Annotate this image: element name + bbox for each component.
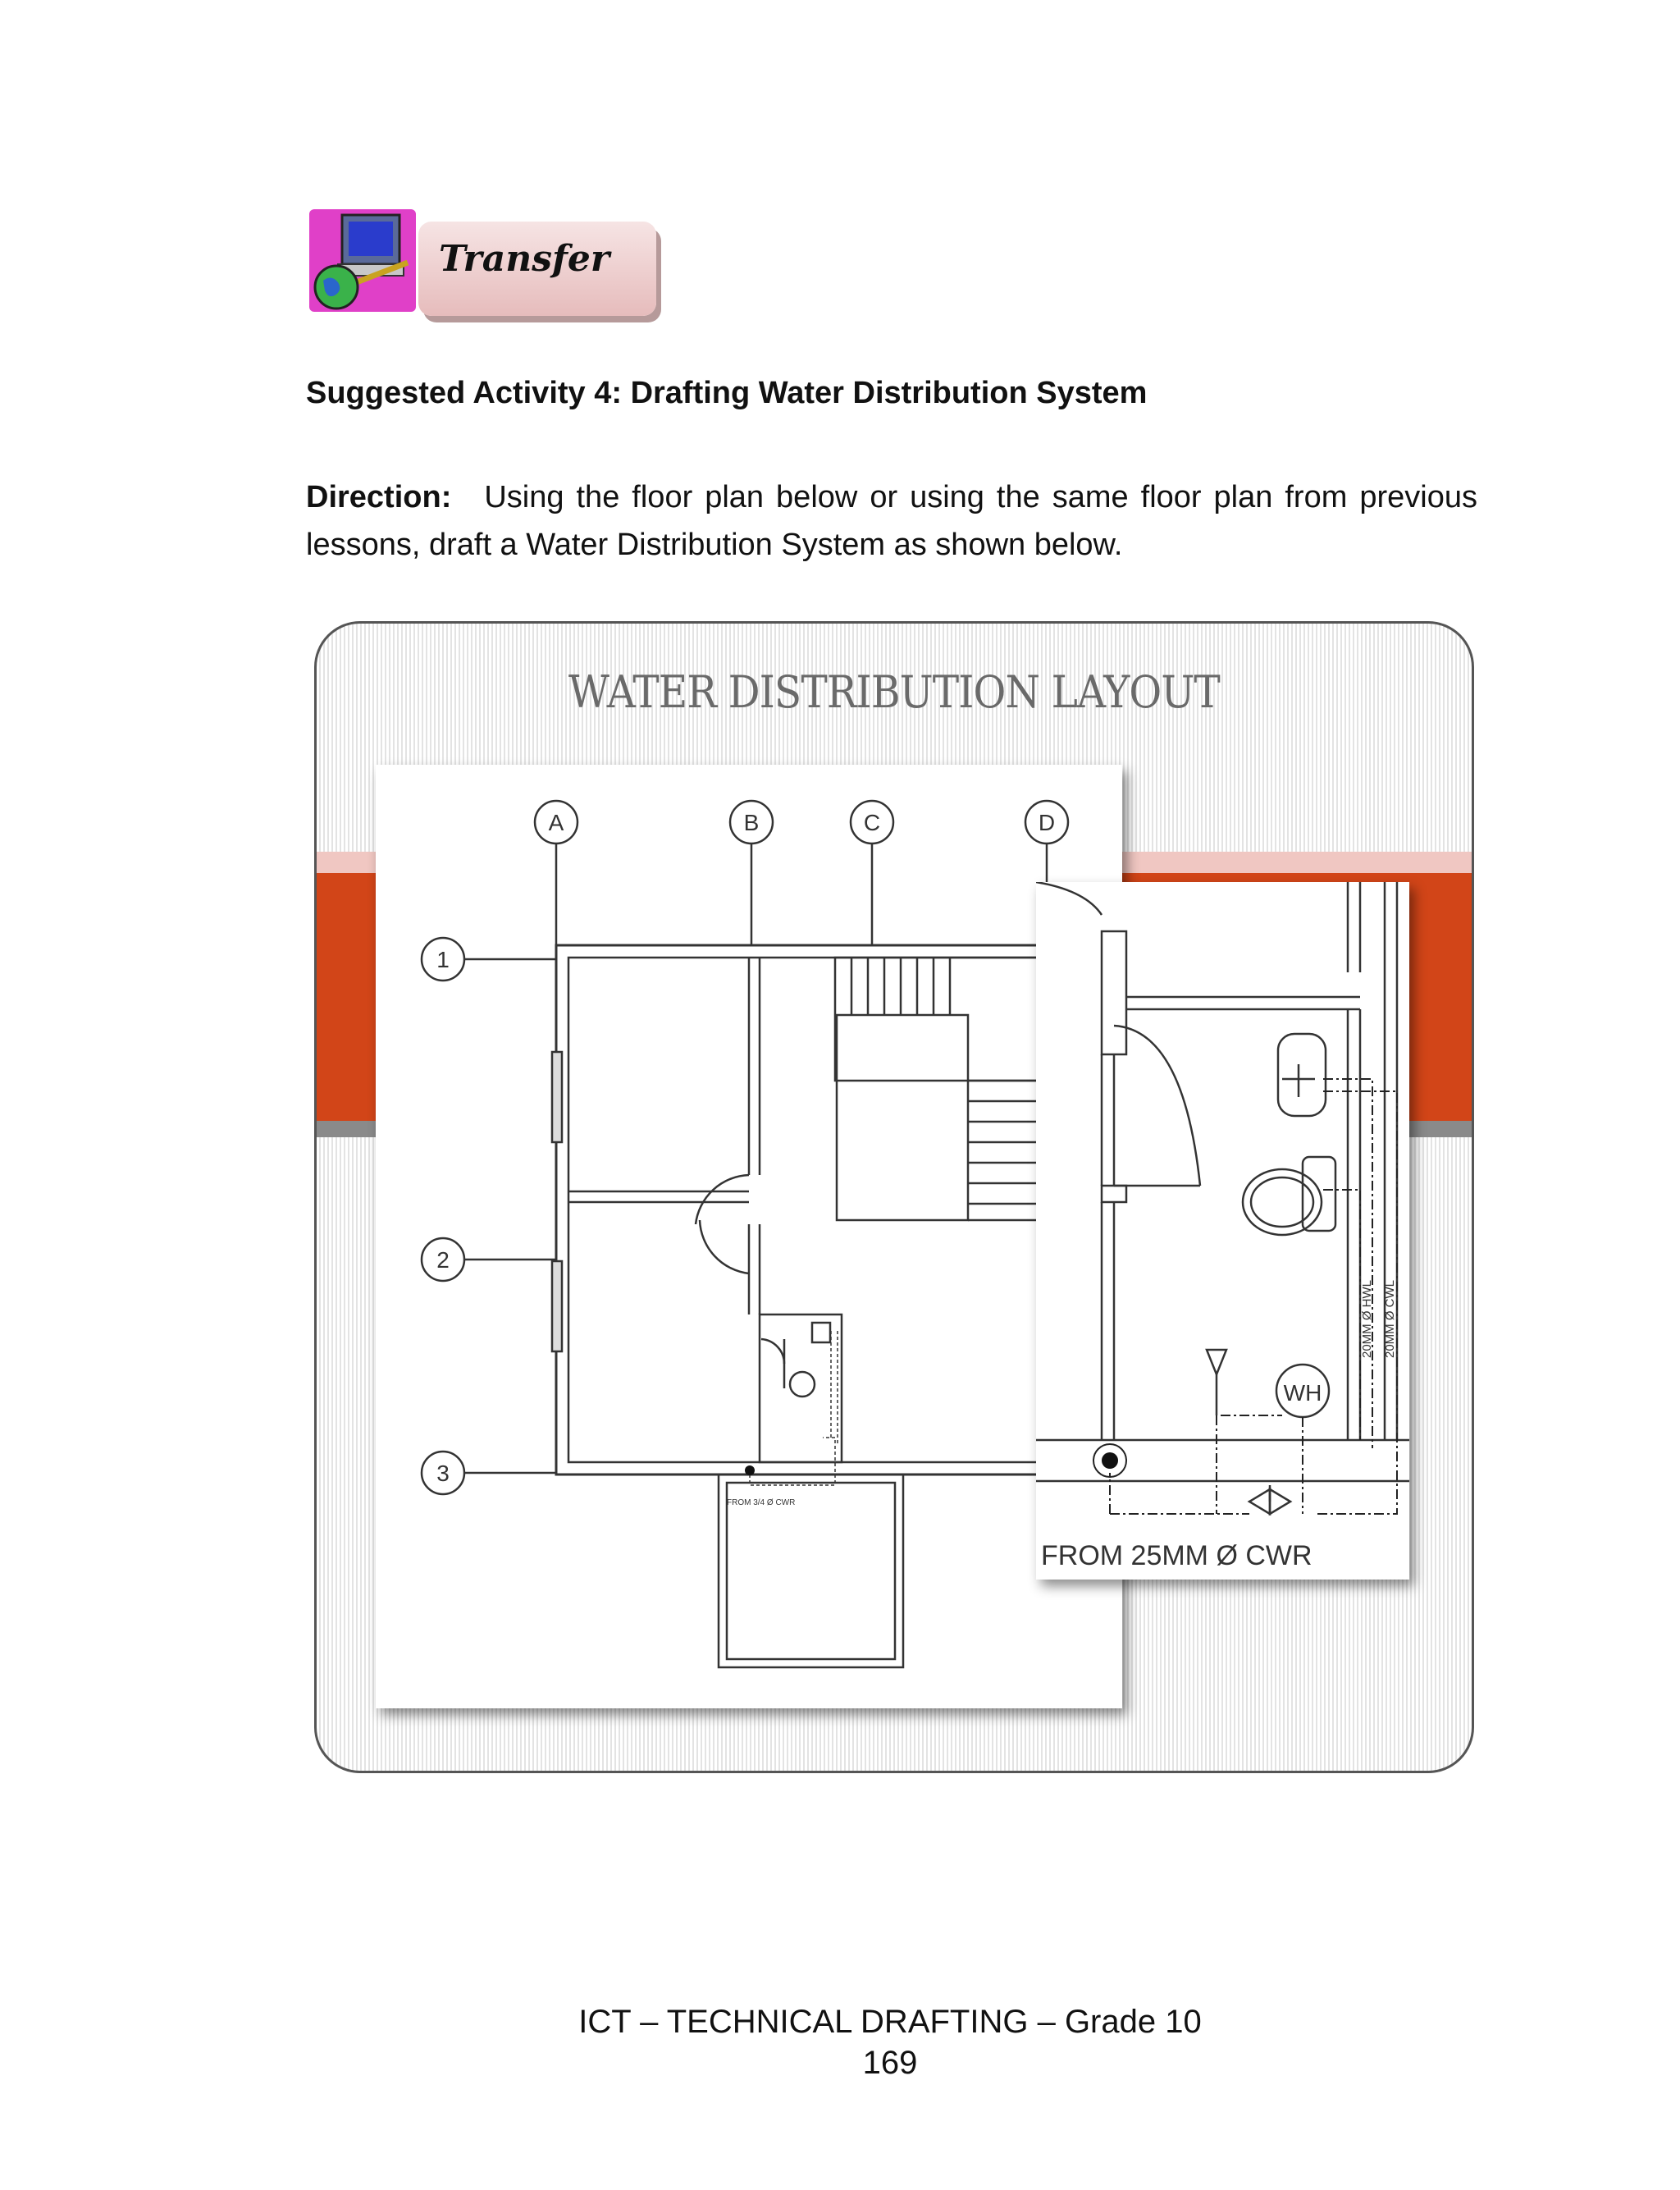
footer-course: ICT – TECHNICAL DRAFTING – Grade 10 (578, 2004, 1202, 2040)
transfer-label: Transfer (439, 238, 610, 280)
water-distribution-figure: WATER DISTRIBUTION LAYOUT (314, 621, 1474, 1773)
water-heater-label: WH (1284, 1380, 1322, 1406)
grid-label-1: 1 (436, 947, 450, 972)
hot-line-label: 20MM Ø HWL (1360, 1280, 1374, 1358)
grid-label-a: A (549, 810, 564, 835)
cold-line-label: 20MM Ø CWL (1383, 1280, 1397, 1358)
direction-text: Using the floor plan below or using the … (306, 480, 1477, 562)
plan-supply-note: FROM 3/4 Ø CWR (727, 1498, 795, 1507)
direction-label: Direction: (306, 480, 452, 514)
activity-title: Suggested Activity 4: Drafting Water Dis… (306, 376, 1148, 410)
grid-label-c: C (864, 810, 880, 835)
toilet-detail-drawing: WH 20MM Ø HWL 20MM Ø CWL FROM 25MM Ø CWR (1036, 882, 1409, 1580)
page-number: 169 (862, 2045, 918, 2081)
transfer-banner (418, 222, 656, 316)
direction-paragraph: Direction:Using the floor plan below or … (306, 473, 1477, 569)
computer-globe-icon (305, 205, 420, 320)
grid-label-b: B (744, 810, 760, 835)
grid-label-2: 2 (436, 1247, 450, 1273)
grid-label-d: D (1039, 810, 1055, 835)
grid-label-3: 3 (436, 1461, 450, 1486)
layout-title: WATER DISTRIBUTION LAYOUT (568, 666, 1221, 718)
detail-supply-note: FROM 25MM Ø CWR (1041, 1540, 1312, 1571)
floor-plan-drawing: A B C D 1 2 3 FROM 3/4 Ø CWR (376, 765, 1122, 1708)
